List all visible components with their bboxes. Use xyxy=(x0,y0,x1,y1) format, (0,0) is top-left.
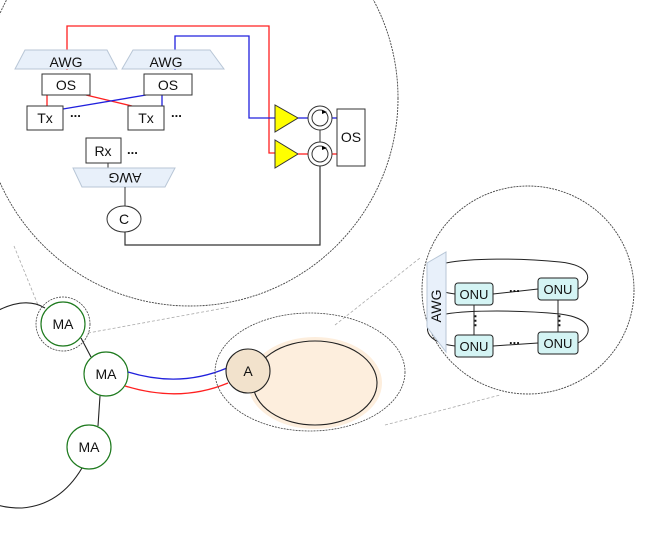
svg-text:OS: OS xyxy=(158,77,178,93)
access-node: A xyxy=(225,348,271,394)
svg-text:Rx: Rx xyxy=(94,143,111,159)
svg-text:C: C xyxy=(119,211,129,227)
onu-1: ONU xyxy=(454,282,494,306)
ma-zoom-indicator xyxy=(35,296,91,352)
svg-text:Tx: Tx xyxy=(37,110,53,126)
circulator-1-icon xyxy=(307,105,333,131)
onu-awg: AWG xyxy=(426,251,447,354)
awg-tx-1: AWG xyxy=(14,49,118,70)
svg-text:ONU: ONU xyxy=(460,287,489,302)
tx-1-ellipsis: ... xyxy=(70,105,81,120)
onu-2: ONU xyxy=(537,277,579,301)
red-feeder-fiber xyxy=(124,382,229,395)
circulator-2-icon xyxy=(307,141,333,167)
coupler: C xyxy=(106,205,142,233)
svg-text:AWG: AWG xyxy=(150,54,183,70)
metro-access-node-1: MA xyxy=(40,301,86,347)
rx-ellipsis: ... xyxy=(127,142,138,157)
svg-text:MA: MA xyxy=(53,316,75,332)
metro-ring xyxy=(0,302,101,509)
red-fiber xyxy=(66,25,275,154)
metro-access-node-3: MA xyxy=(66,424,112,470)
onu-zoom-circle xyxy=(421,185,635,395)
svg-text:AWG: AWG xyxy=(428,290,444,323)
onu-vertical-ellipsis-1: ⋮ xyxy=(469,313,482,328)
access-zoom-ellipse xyxy=(214,312,406,432)
svg-text:AWG: AWG xyxy=(50,54,83,70)
svg-text:ONU: ONU xyxy=(544,336,573,351)
optical-switch-1: OS xyxy=(41,73,91,96)
optical-switch-out: OS xyxy=(336,108,366,167)
svg-text:ONU: ONU xyxy=(544,282,573,297)
svg-text:MA: MA xyxy=(96,366,118,382)
optical-switch-2: OS xyxy=(143,73,193,96)
svg-text:OS: OS xyxy=(341,129,361,145)
svg-text:AWG: AWG xyxy=(109,170,142,186)
access-region xyxy=(252,340,378,426)
onu-ellipsis-2: ... xyxy=(509,332,520,347)
transmitter-2: Tx xyxy=(127,105,165,131)
central-office-zoom-circle xyxy=(0,0,399,307)
awg-rx: AWG xyxy=(72,167,176,188)
onu-ellipsis-1: ... xyxy=(509,280,520,295)
svg-text:A: A xyxy=(243,363,253,379)
svg-text:OS: OS xyxy=(56,77,76,93)
svg-text:Tx: Tx xyxy=(138,110,154,126)
onu-3: ONU xyxy=(454,334,494,358)
blue-fiber xyxy=(174,35,275,119)
svg-text:MA: MA xyxy=(79,439,101,455)
blue-feeder-fiber xyxy=(127,367,228,380)
onu-4: ONU xyxy=(537,331,579,355)
transmitter-1: Tx xyxy=(26,105,64,131)
svg-text:ONU: ONU xyxy=(460,339,489,354)
amplifier-1 xyxy=(274,104,299,133)
metro-access-node-2: MA xyxy=(83,351,129,397)
zoom-guide-lines xyxy=(13,245,501,426)
onu-vertical-ellipsis-2: ⋮ xyxy=(553,313,566,328)
awg-tx-2: AWG xyxy=(121,49,225,70)
receiver: Rx xyxy=(85,137,122,164)
amplifier-2 xyxy=(274,139,299,169)
tx-2-ellipsis: ... xyxy=(171,105,182,120)
